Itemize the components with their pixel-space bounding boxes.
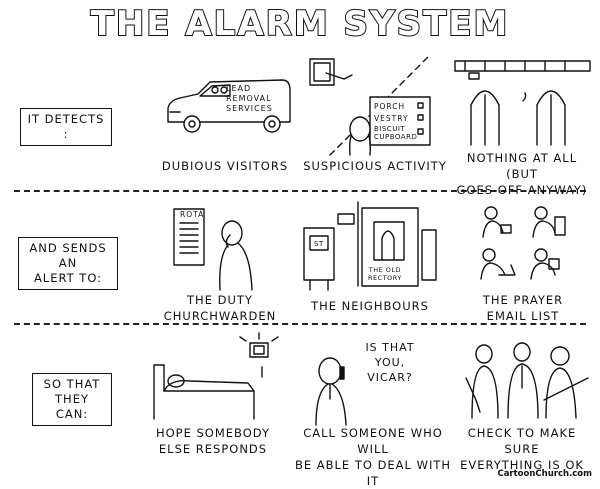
caption-check-everything-ok: CHECK TO MAKE SURE EVERYTHING IS OK [460,426,584,472]
row-label-alert: AND SENDS AN ALERT TO: [18,237,118,290]
van-illustration [167,79,291,133]
caption-neighbours: THE NEIGHBOURS [311,299,429,313]
caption-nothing-at-all: NOTHING AT ALL (BUT GOES OFF ANYWAY) [456,151,588,197]
bed-illustration [153,332,279,420]
caption-suspicious-activity: SUSPICIOUS ACTIVITY [303,159,447,173]
row-divider [14,323,586,325]
caption-prayer-email-list: THE PRAYER EMAIL LIST [482,293,564,323]
vicar-call-illustration [315,357,347,426]
church-sign: ST [314,240,324,248]
churchwarden-illustration [173,208,253,291]
old-rectory-sign: THE OLD RECTORY [368,266,402,282]
credit-text: CartoonChurch.com [497,469,592,479]
row-label-they-can: SO THAT THEY CAN: [32,373,112,426]
prayer-email-list-illustration [480,206,566,280]
neighbours-illustration [303,201,437,291]
row-divider [14,190,586,192]
panel-label-vestry: VESTRY [374,114,409,123]
caption-duty-churchwarden: THE DUTY CHURCHWARDEN [163,293,277,323]
church-windows-illustration [454,60,591,146]
panel-label-biscuit-cupboard: BISCUIT CUPBOARD [374,125,418,141]
van-sign: LEAD REMOVAL SERVICES [226,84,273,113]
suspicious-activity-illustration [309,54,431,156]
page-title: THE ALARM SYSTEM [90,3,510,45]
caption-hope-somebody: HOPE SOMEBODY ELSE RESPONDS [155,426,271,456]
panel-label-porch: PORCH [374,102,406,111]
row-label-detects: IT DETECTS : [20,108,112,146]
caption-call-someone: CALL SOMEONE WHO WILL BE ABLE TO DEAL WI… [294,426,452,488]
speech-is-that-you-vicar: IS THAT YOU, VICAR? [365,341,415,384]
rota-board-title: ROTA [180,210,205,219]
caption-dubious-visitors: DUBIOUS VISITORS [161,159,289,173]
vigilantes-illustration [465,342,589,419]
